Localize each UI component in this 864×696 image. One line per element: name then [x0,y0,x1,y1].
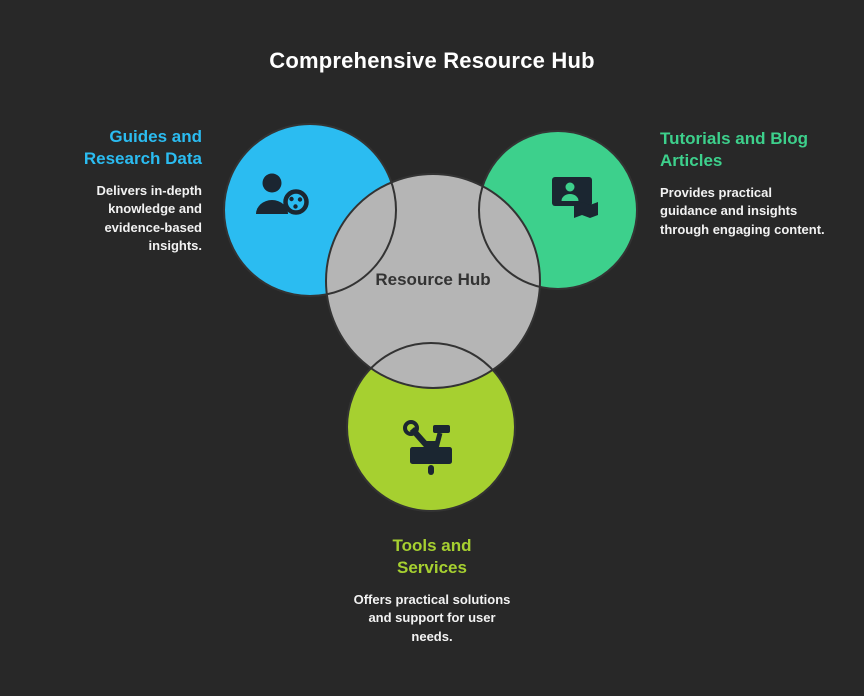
tutorials-heading: Tutorials and Blog Articles [660,129,808,171]
tools-description: Offers practical solutions and support f… [353,592,511,644]
tools-section: Tools and Services Offers practical solu… [347,535,517,646]
tutorials-description: Provides practical guidance and insights… [660,185,825,237]
tools-circle [347,343,515,511]
page-title: Comprehensive Resource Hub [269,48,595,73]
tutorials-circle-outline [478,130,638,290]
tools-circle-outline [346,342,516,512]
guides-heading: Guides and Research Data [83,127,202,169]
presentation-map-icon [552,177,598,218]
hub-label: Resource Hub [375,270,491,289]
tutorials-section: Tutorials and Blog Articles Provides pra… [660,128,825,239]
guides-circle-outline [223,123,397,297]
tools-heading: Tools and Services [392,536,472,578]
person-search-icon [256,173,309,215]
guides-section: Guides and Research Data Delivers in-dep… [52,126,202,255]
hub-circle [325,173,541,389]
guides-description: Delivers in-depth knowledge and evidence… [96,183,202,253]
wrench-hammer-icon [403,420,452,475]
